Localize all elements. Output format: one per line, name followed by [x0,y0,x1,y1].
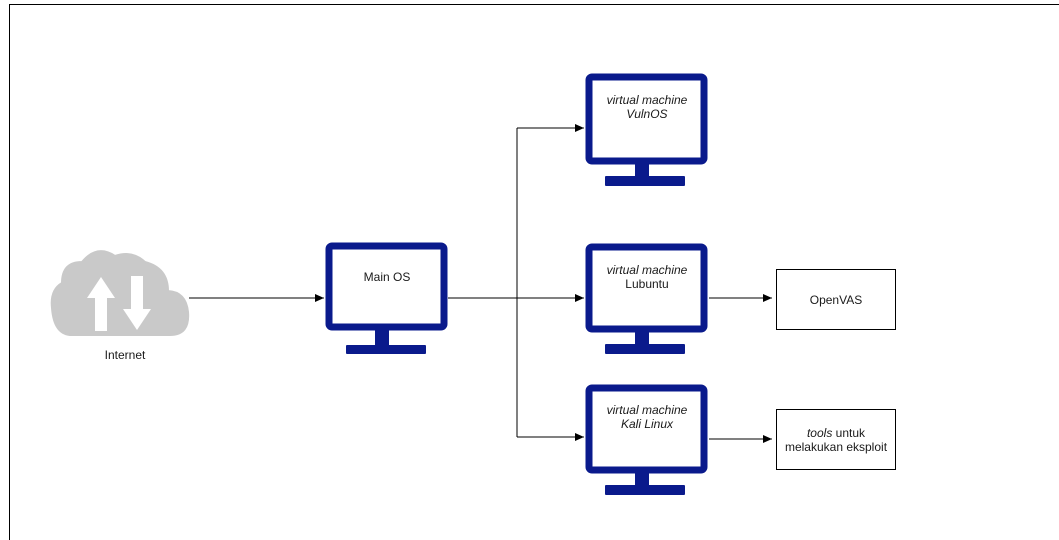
vulnos-label-line2: VulnOS [626,107,668,121]
kali-label-line2: Kali Linux [620,417,674,431]
tools-label: tools untuk melakukan eksploit [785,426,887,454]
cloud-updown-icon [50,250,190,336]
tools-label-italic: tools [806,425,833,440]
lubuntu-label-line1: virtual machine [606,263,688,277]
tools-box: tools untuk melakukan eksploit [776,409,896,470]
openvas-box: OpenVAS [776,269,896,330]
kali-label: virtual machine Kali Linux [596,403,698,431]
monitor-icon-vulnos [585,73,708,186]
main-os-label: Main OS [363,270,411,284]
openvas-label: OpenVAS [809,292,863,307]
internet-label: Internet [104,348,146,362]
vulnos-label: virtual machine VulnOS [596,93,698,121]
tools-label-line2: melakukan eksploit [784,439,888,454]
monitor-icon-kali [585,384,708,495]
lubuntu-label-line2: Lubuntu [625,277,669,291]
diagram-frame [9,4,1059,540]
kali-label-line1: virtual machine [606,403,688,417]
monitor-icon-main-os [325,242,448,354]
tools-label-rest: untuk [832,425,866,440]
monitor-icon-lubuntu [585,243,708,354]
lubuntu-label: virtual machine Lubuntu [596,263,698,291]
vulnos-label-line1: virtual machine [606,93,688,107]
